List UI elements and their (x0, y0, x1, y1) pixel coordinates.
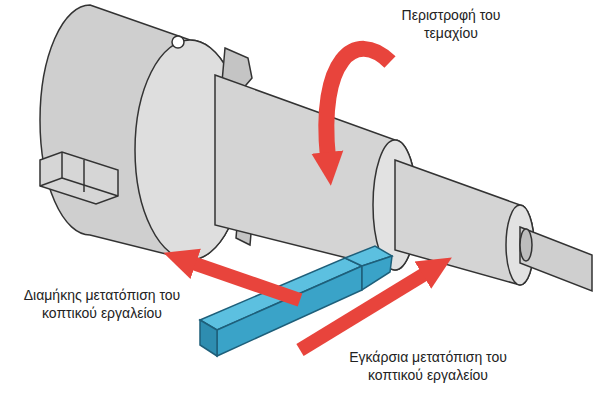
caption-label: Διαμήκης μετατόπιση του κοπτικού εργαλεί… (18, 286, 186, 322)
workpiece (215, 75, 592, 291)
caption-label: Εγκάρσια μετατόπιση του κοπτικού εργαλεί… (330, 348, 526, 384)
motion-arrows (190, 49, 428, 350)
cross-feed-arrow (300, 272, 428, 350)
rotation-arrow (326, 49, 390, 158)
caption-label: Περιστροφή του τεμαχίου (395, 6, 507, 42)
longitudinal-arrow (190, 262, 300, 300)
